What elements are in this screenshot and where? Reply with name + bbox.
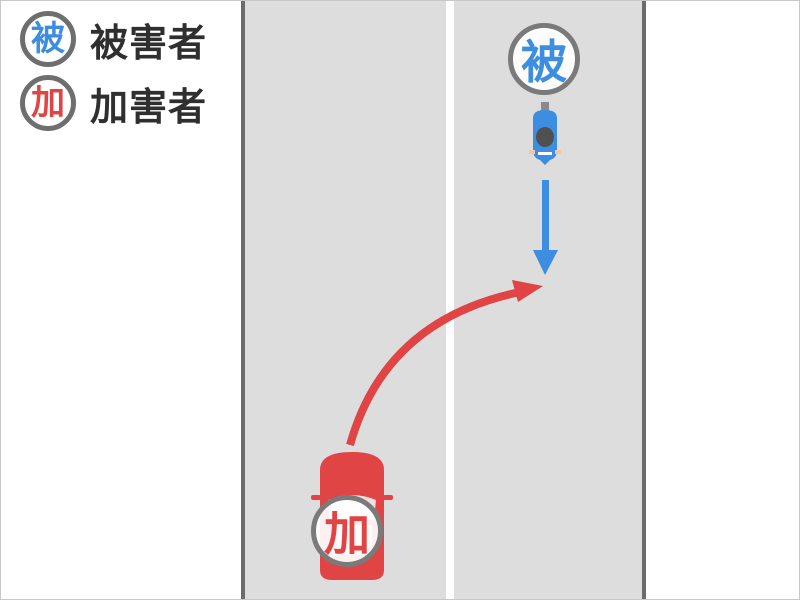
perpetrator-marker: 加 xyxy=(311,495,383,567)
legend: 被 被害者 加 加害者 xyxy=(20,10,207,138)
road-edge-right xyxy=(642,1,646,599)
legend-item-perpetrator: 加 加害者 xyxy=(20,74,207,132)
perpetrator-path-arrow xyxy=(346,280,543,447)
road-edge-left xyxy=(241,1,245,599)
legend-item-victim: 被 被害者 xyxy=(20,10,207,68)
victim-label: 被害者 xyxy=(90,20,208,65)
victim-marker: 被 xyxy=(508,23,580,95)
victim-badge: 被 xyxy=(20,11,76,67)
motorcycle-icon xyxy=(529,102,561,165)
road xyxy=(243,1,646,599)
perpetrator-badge: 加 xyxy=(20,75,76,131)
victim-direction-arrow xyxy=(533,180,558,275)
perpetrator-label: 加害者 xyxy=(90,84,208,129)
lane-divider xyxy=(446,1,454,599)
